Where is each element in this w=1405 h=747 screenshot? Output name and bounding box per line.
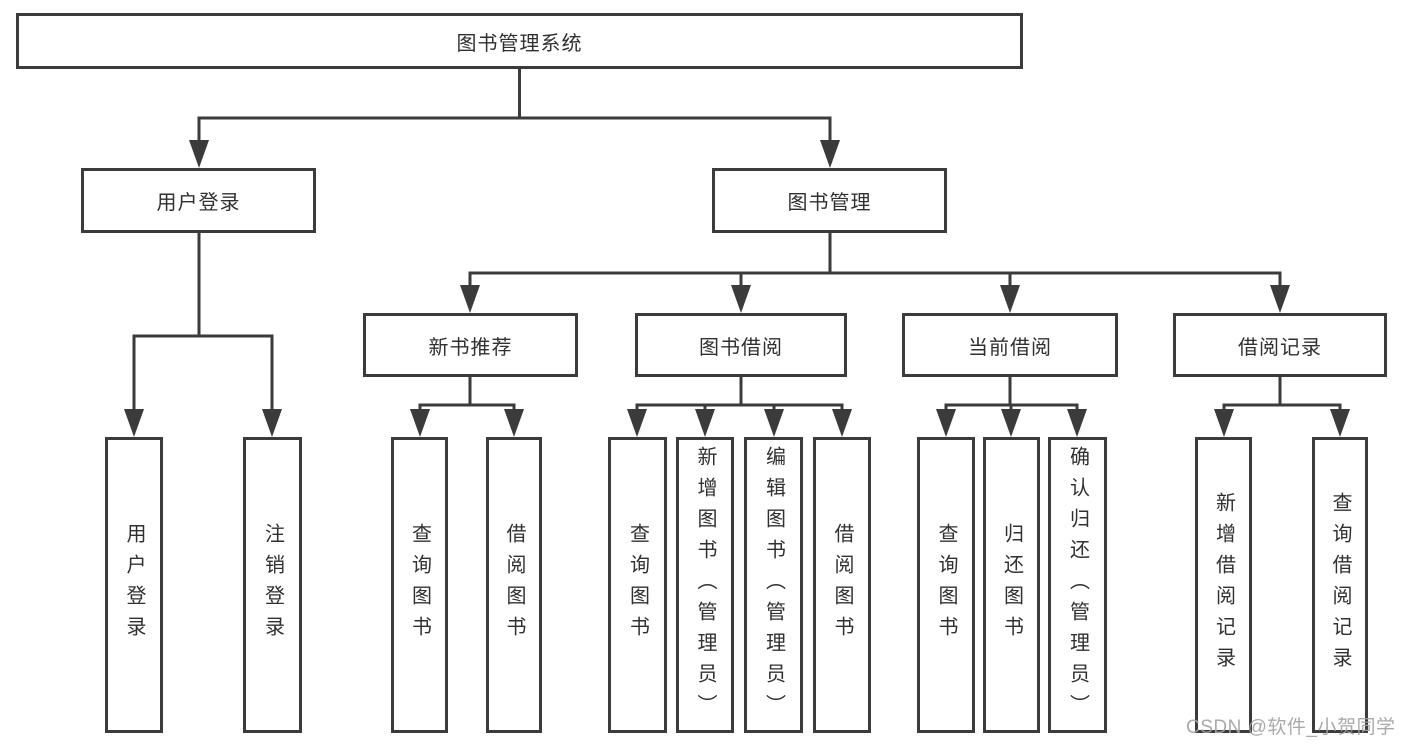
node-bb-query-books: 查询图书 xyxy=(608,437,667,733)
node-nbr-query-books: 查询图书 xyxy=(391,437,448,733)
node-bb-edit-book-admin-label: 编辑图书（管理员） xyxy=(762,445,785,725)
node-br-query-record: 查询借阅记录 xyxy=(1312,437,1368,733)
connector-user-login-to-children xyxy=(132,231,274,418)
node-bb-add-book-admin-label: 新增图书（管理员） xyxy=(694,445,716,725)
connector-new-book-recommendation-to-children xyxy=(418,375,516,418)
node-login-action: 用户登录 xyxy=(105,437,163,733)
node-cb-return-books-label: 归还图书 xyxy=(1000,523,1023,647)
node-bb-edit-book-admin: 编辑图书（管理员） xyxy=(744,437,803,733)
connector-root-to-level2 xyxy=(197,67,832,150)
node-bb-add-book-admin: 新增图书（管理员） xyxy=(676,437,734,733)
connector-book-borrowing-to-children xyxy=(635,375,844,418)
node-login-action-label: 用户登录 xyxy=(123,523,145,647)
node-br-query-record-label: 查询借阅记录 xyxy=(1329,492,1351,678)
node-new-book-recommendation: 新书推荐 xyxy=(363,313,578,377)
node-cb-query-books: 查询图书 xyxy=(917,437,975,733)
node-new-book-recommendation-label: 新书推荐 xyxy=(428,336,513,359)
node-br-add-record: 新增借阅记录 xyxy=(1195,437,1252,733)
connector-book-management-to-level3 xyxy=(468,231,1282,294)
node-book-borrowing: 图书借阅 xyxy=(635,313,847,377)
node-system-root: 图书管理系统 xyxy=(16,13,1023,69)
node-current-borrowing-label: 当前借阅 xyxy=(968,336,1052,359)
node-borrowing-records-label: 借阅记录 xyxy=(1238,336,1322,359)
node-cb-return-books: 归还图书 xyxy=(983,437,1040,733)
node-cb-confirm-return-admin-label: 确认归还（管理员） xyxy=(1066,445,1089,725)
node-logout-action: 注销登录 xyxy=(243,437,302,733)
node-nbr-borrow-books: 借阅图书 xyxy=(486,437,542,733)
node-system-root-label: 图书管理系统 xyxy=(456,32,583,55)
node-br-add-record-label: 新增借阅记录 xyxy=(1212,492,1235,678)
node-cb-confirm-return-admin: 确认归还（管理员） xyxy=(1048,437,1107,733)
node-nbr-borrow-books-label: 借阅图书 xyxy=(503,523,525,647)
csdn-watermark: CSDN @软件_小贺同学 xyxy=(1186,717,1396,738)
node-book-borrowing-label: 图书借阅 xyxy=(699,336,783,359)
arrowheads xyxy=(124,140,1350,437)
node-current-borrowing: 当前借阅 xyxy=(902,313,1118,377)
node-user-login: 用户登录 xyxy=(81,168,316,233)
node-bb-query-books-label: 查询图书 xyxy=(626,523,649,647)
node-nbr-query-books-label: 查询图书 xyxy=(408,523,431,647)
node-bb-borrow-books: 借阅图书 xyxy=(813,437,871,733)
node-book-management-label: 图书管理 xyxy=(787,192,872,214)
node-cb-query-books-label: 查询图书 xyxy=(935,523,957,647)
node-logout-action-label: 注销登录 xyxy=(261,523,284,647)
node-borrowing-records: 借阅记录 xyxy=(1173,313,1387,377)
node-book-management: 图书管理 xyxy=(712,168,947,233)
node-user-login-label: 用户登录 xyxy=(156,192,241,214)
node-bb-borrow-books-label: 借阅图书 xyxy=(831,523,853,647)
connector-borrowing-records-to-children xyxy=(1222,375,1342,418)
